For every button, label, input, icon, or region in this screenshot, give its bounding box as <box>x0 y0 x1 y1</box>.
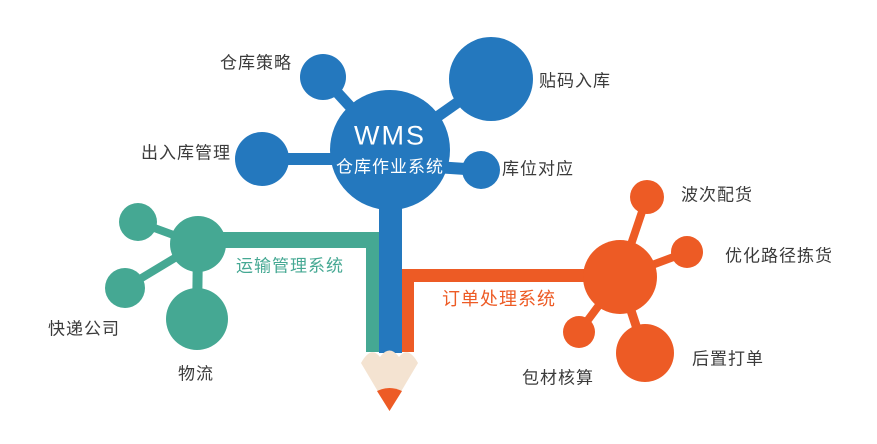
label-optimized-route: 优化路径拣货 <box>725 246 833 266</box>
label-warehouse-strategy: 仓库策略 <box>220 53 292 73</box>
node-location-mapping-circle <box>462 151 500 189</box>
node-express-company-circle <box>105 268 145 308</box>
label-logistics: 物流 <box>178 364 214 384</box>
node-optimized-route-circle <box>671 236 703 268</box>
node-post-printing-circle <box>616 324 674 382</box>
label-labeling-inbound: 贴码入库 <box>539 71 611 91</box>
label-order-system: 订单处理系统 <box>442 289 556 309</box>
node-wave-allocation-circle <box>630 180 664 214</box>
node-labeling-inbound-circle <box>449 37 533 121</box>
wms-center-circle <box>330 90 450 210</box>
label-express-company: 快递公司 <box>48 319 120 339</box>
node-logistics-circle <box>166 288 228 350</box>
node-teal-small-top-circle <box>119 203 157 241</box>
pencil-wood-tip <box>361 350 418 411</box>
label-transport-system: 运输管理系统 <box>236 256 344 276</box>
order-hub-circle <box>583 240 657 314</box>
node-inout-management-circle <box>235 132 289 186</box>
label-packaging-accounting: 包材核算 <box>522 368 594 388</box>
label-post-printing: 后置打单 <box>692 349 764 369</box>
label-inout-management: 出入库管理 <box>141 143 231 163</box>
node-packaging-circle <box>563 316 595 348</box>
label-wave-allocation: 波次配货 <box>681 185 753 205</box>
wms-subtitle: 仓库作业系统 <box>336 157 444 177</box>
pencil-graphite-tip <box>377 388 402 411</box>
wms-title: WMS <box>354 120 426 151</box>
node-warehouse-strategy-circle <box>300 54 346 100</box>
transport-hub-circle <box>170 216 226 272</box>
label-location-mapping: 库位对应 <box>502 159 574 179</box>
